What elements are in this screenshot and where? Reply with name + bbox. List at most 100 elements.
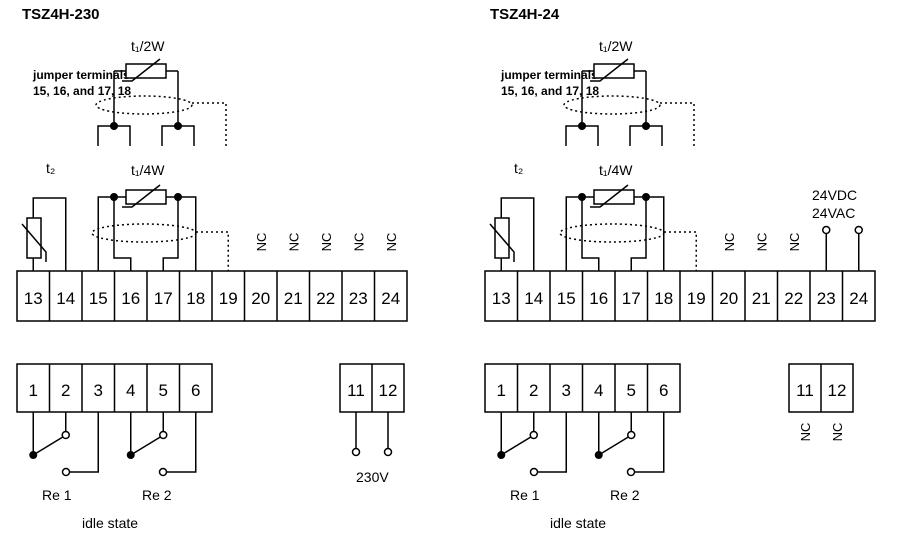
terminal-23: 23 (349, 289, 368, 308)
terminal-2: 2 (529, 381, 538, 400)
open-contact (626, 467, 636, 477)
terminal-11: 11 (796, 381, 814, 400)
terminal-19: 19 (687, 289, 706, 308)
terminal-18: 18 (654, 289, 673, 308)
terminal-5: 5 (627, 381, 636, 400)
open-contact (351, 447, 361, 457)
jumper-note-line1: jumper terminals (32, 68, 130, 82)
t2-label: t₂ (514, 160, 523, 176)
terminal-19: 19 (219, 289, 238, 308)
terminal-1: 1 (497, 381, 506, 400)
nc-label: NC (722, 233, 737, 252)
terminal-23: 23 (817, 289, 836, 308)
terminal-21: 21 (284, 289, 303, 308)
t1-4w-thermistor-icon (590, 184, 635, 208)
power-label-vdc: 24VDC (812, 187, 857, 203)
re2-label: Re 2 (610, 487, 640, 503)
t1-4w-thermistor-icon (122, 184, 167, 208)
nc-label: NC (798, 423, 813, 442)
wire (630, 197, 647, 271)
relay-contact-arm (130, 433, 166, 456)
terminal-16: 16 (589, 289, 608, 308)
wire (629, 125, 663, 146)
terminal-15: 15 (557, 289, 576, 308)
terminal-12: 12 (379, 381, 398, 400)
power-label-vac: 24VAC (812, 205, 855, 221)
terminal-3: 3 (562, 381, 571, 400)
relay-contact-arm (32, 433, 69, 456)
shield-wire (192, 102, 227, 146)
wire (162, 197, 179, 271)
terminal-14: 14 (524, 289, 543, 308)
ntc-slash (489, 223, 515, 262)
wire (500, 197, 535, 271)
terminal-5: 5 (159, 381, 168, 400)
re2-label: Re 2 (142, 487, 172, 503)
terminal-18: 18 (186, 289, 205, 308)
terminal-22: 22 (316, 289, 335, 308)
open-contact (61, 430, 70, 440)
open-contact (627, 430, 636, 440)
terminal-12: 12 (828, 381, 847, 400)
nc-label: NC (830, 423, 845, 442)
nc-label: NC (286, 233, 301, 252)
nc-label: NC (351, 233, 366, 252)
terminal-4: 4 (126, 381, 135, 400)
nc-label: NC (787, 233, 802, 252)
terminal-2: 2 (61, 381, 70, 400)
ntc-slash (590, 58, 629, 82)
terminal-16: 16 (121, 289, 140, 308)
shield-wire (664, 231, 697, 271)
wire (113, 197, 132, 271)
wire (161, 125, 195, 146)
t1-2w-thermistor-icon (590, 58, 635, 82)
terminal-24: 24 (849, 289, 868, 308)
ntc-slash (21, 223, 47, 262)
ntc-slash (122, 58, 161, 82)
terminal-17: 17 (622, 289, 641, 308)
terminal-1: 1 (29, 381, 38, 400)
resistor-body (125, 189, 167, 205)
terminal-13: 13 (492, 289, 511, 308)
terminal-6: 6 (659, 381, 668, 400)
terminal-22: 22 (784, 289, 803, 308)
t1-4w-label: t₁/4W (131, 162, 165, 178)
shield-ellipse (559, 223, 665, 243)
nc-label: NC (384, 233, 399, 252)
terminal-6: 6 (191, 381, 200, 400)
terminal-20: 20 (719, 289, 738, 308)
terminal-11: 11 (347, 381, 365, 400)
shield-ellipse (95, 95, 193, 115)
re1-label: Re 1 (510, 487, 540, 503)
resistor-body (125, 63, 167, 79)
wire (97, 196, 114, 271)
shield-wire (196, 231, 229, 271)
wire (97, 125, 131, 146)
shield-ellipse (563, 95, 661, 115)
open-contact (529, 467, 539, 477)
relay-contact-arm (500, 433, 537, 456)
jumper-note-line1: jumper terminals (500, 68, 598, 82)
jumper-note-line2: 15, 16, and 17, 18 (33, 84, 131, 98)
t1-2w-thermistor-icon (122, 58, 167, 82)
wire (565, 196, 582, 271)
ntc-slash (122, 184, 161, 208)
t2-label: t₂ (46, 160, 55, 176)
terminal-4: 4 (594, 381, 603, 400)
t1-2w-label: t₁/2W (131, 38, 165, 54)
terminal-24: 24 (381, 289, 400, 308)
open-contact (61, 467, 71, 477)
t1-4w-label: t₁/4W (599, 162, 633, 178)
idle-state-label: idle state (550, 515, 606, 531)
ntc-slash (590, 184, 629, 208)
jumper-note-line2: 15, 16, and 17, 18 (501, 84, 599, 98)
nc-label: NC (319, 233, 334, 252)
wire (69, 412, 99, 473)
open-contact (529, 430, 538, 440)
t2-thermistor-icon (21, 217, 47, 262)
wire (634, 412, 665, 473)
re1-label: Re 1 (42, 487, 72, 503)
diagram-title: TSZ4H-230 (22, 6, 100, 23)
wire (537, 412, 567, 473)
